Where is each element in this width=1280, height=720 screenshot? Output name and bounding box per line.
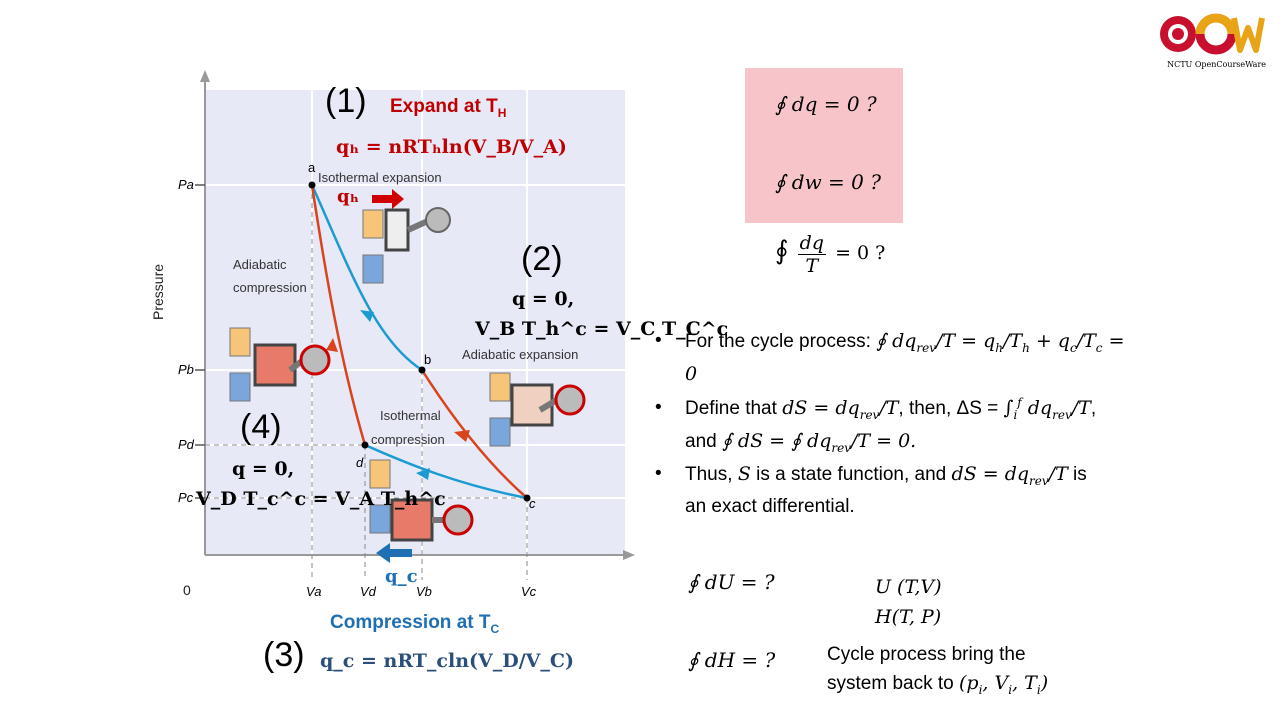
step-4-label: (4) <box>240 408 282 446</box>
point-a: a <box>308 160 316 175</box>
label-iso-expansion: Isothermal expansion <box>318 170 442 185</box>
bullet-list: For the cycle process: ∮ dqrev/T = qh/Th… <box>655 325 1125 524</box>
label-adiabatic-2: compression <box>233 280 307 295</box>
label-iso-compression-1: Isothermal <box>380 408 441 423</box>
qc-arrow-label: q_c <box>385 566 418 587</box>
adiabatic-compression-curve <box>310 184 367 446</box>
h-function: H(T, P) <box>875 606 942 628</box>
compress-title: Compression at TC <box>330 612 500 636</box>
cyclic-integral-box <box>745 68 903 223</box>
qh-arrow-label: qₕ <box>337 186 359 207</box>
label-iso-compression-2: compression <box>371 432 445 447</box>
engine-2 <box>489 372 586 447</box>
bullet-define-cont: and ∮ dS = ∮ dqrev/T = 0. <box>685 429 917 455</box>
logo-caption: NCTU OpenCourseWare <box>1167 60 1266 69</box>
dw-question: ∮ dw = 0 ? <box>775 170 881 194</box>
origin-label: 0 <box>183 582 191 598</box>
qc-equation: q_c = nRT_cln(V_D/V_C) <box>320 650 575 672</box>
plot-area <box>205 90 625 555</box>
dq-over-t-question: ∮ dq T = 0 ? <box>775 232 886 277</box>
tick-pb: Pb <box>178 362 194 377</box>
tick-vd: Vd <box>360 584 376 599</box>
adiabatic-expansion-curve <box>420 369 528 499</box>
step-3-label: (3) <box>263 636 305 674</box>
heat-out-arrow <box>376 543 412 563</box>
isothermal-expansion-curve <box>310 184 423 372</box>
bullet-cycle: For the cycle process: ∮ dqrev/T = qh/Th… <box>655 325 1125 392</box>
expand-title: Expand at TH <box>390 96 507 120</box>
isothermal-compression-curve <box>364 443 528 500</box>
point-d: d <box>356 455 364 470</box>
point-b: b <box>424 352 432 367</box>
tick-pa: Pa <box>178 177 194 192</box>
step4-relation: V_D T_c^c = V_A T_h^c <box>196 488 446 510</box>
bullet-state-function-cont: an exact differential. <box>685 496 855 518</box>
carnot-diagram <box>195 70 635 580</box>
du-question: ∮ dU = ? <box>688 570 775 594</box>
tick-vb: Vb <box>416 584 432 599</box>
engine-3 <box>369 459 474 542</box>
bullet-state-function: Thus, S is a state function, and dS = dq… <box>655 458 1125 491</box>
tick-va: Va <box>306 584 322 599</box>
tick-pd: Pd <box>178 437 194 452</box>
label-adiabatic-1: Adiabatic <box>233 257 287 272</box>
tick-vc: Vc <box>521 584 537 599</box>
step-1-label: (1) <box>325 82 367 120</box>
cycle-note-line2: system back to (pi, Vi, Ti) <box>827 672 1049 697</box>
heat-in-arrow <box>372 189 404 209</box>
dh-question: ∮ dH = ? <box>688 648 776 672</box>
step-2-label: (2) <box>521 240 563 278</box>
step2-q: q = 0, <box>512 288 575 310</box>
engine-1 <box>362 207 451 284</box>
u-function: U (T,V) <box>875 576 942 598</box>
cycle-note-line1: Cycle process bring the <box>827 644 1026 665</box>
point-c: c <box>529 496 536 511</box>
pressure-axis-label: Pressure <box>150 263 166 320</box>
tick-pc: Pc <box>178 490 194 505</box>
ocw-logo: NCTU OpenCourseWare <box>1156 12 1266 72</box>
engine-4 <box>229 327 331 402</box>
bullet-define: Define that dS = dqrev/T, then, ΔS = ∫if… <box>655 392 1125 425</box>
label-adiabatic-expansion: Adiabatic expansion <box>462 347 579 362</box>
step4-q: q = 0, <box>232 458 295 480</box>
dq-question: ∮ dq = 0 ? <box>775 92 877 116</box>
qh-equation: qₕ = nRTₕln(V_B/V_A) <box>336 136 567 158</box>
